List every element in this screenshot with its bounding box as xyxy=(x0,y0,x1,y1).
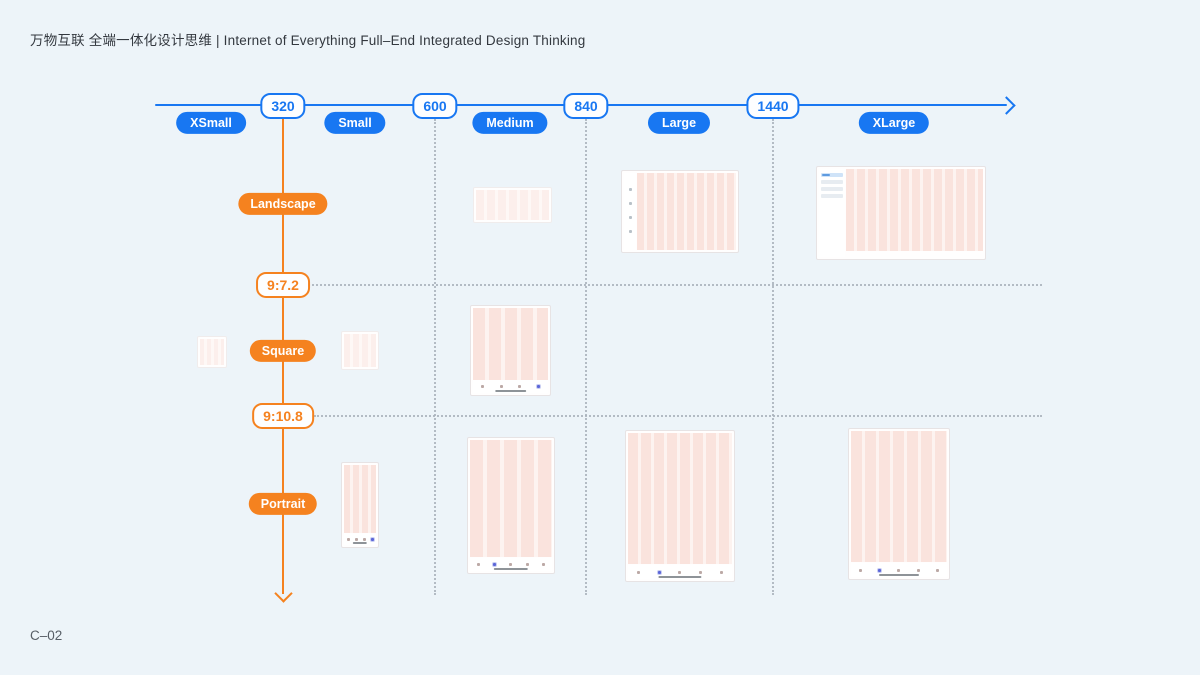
row-label-square: Square xyxy=(249,339,317,363)
sidebar-rail xyxy=(624,173,636,250)
layout-grid-columns xyxy=(628,433,732,564)
layout-grid-columns xyxy=(846,169,983,251)
nav-icon xyxy=(518,385,522,388)
layout-grid-columns xyxy=(200,339,224,365)
nav-icon-active xyxy=(370,538,374,541)
menu-item xyxy=(821,180,843,184)
bottom-nav-bar xyxy=(344,534,376,545)
bottom-nav-bar xyxy=(473,380,548,393)
mockup-medium-landscape xyxy=(473,187,552,223)
gridline-horizontal-9-10-8 xyxy=(314,415,1042,417)
layout-grid-columns xyxy=(344,334,376,367)
nav-icon xyxy=(509,563,513,566)
size-label-xlarge: XLarge xyxy=(858,111,930,135)
mockup-xlarge-landscape xyxy=(816,166,986,260)
home-icon xyxy=(628,202,632,205)
mockup-medium-square xyxy=(470,305,551,396)
row-label-portrait: Portrait xyxy=(248,492,318,516)
menu-item-selected xyxy=(821,173,843,177)
arrow-down-icon xyxy=(274,584,293,603)
gridline-horizontal-9-7-2 xyxy=(312,284,1042,286)
gridline-vertical-1440 xyxy=(772,119,774,595)
nav-icon xyxy=(678,570,682,574)
nav-icon xyxy=(720,570,724,574)
mockup-medium-portrait xyxy=(467,437,555,574)
nav-icon xyxy=(897,568,901,572)
page-title: 万物互联 全端一体化设计思维 | Internet of Everything … xyxy=(30,33,586,48)
nav-icon xyxy=(476,563,480,566)
mockup-xlarge-portrait xyxy=(848,428,950,580)
menu-item xyxy=(821,187,843,191)
nav-icon-active xyxy=(493,563,497,566)
list-icon xyxy=(628,216,632,219)
gridline-vertical-600 xyxy=(434,119,436,595)
gridline-vertical-840 xyxy=(585,119,587,595)
nav-icon-active xyxy=(537,385,541,388)
size-label-xsmall: XSmall xyxy=(176,111,246,135)
menu-icon xyxy=(628,188,632,191)
nav-icon-active xyxy=(657,570,661,574)
nav-icon xyxy=(525,563,529,566)
layout-grid-columns xyxy=(637,173,736,250)
layout-grid-columns xyxy=(344,465,376,533)
mockup-xsmall-square xyxy=(197,336,227,368)
breakpoint-600: 600 xyxy=(412,92,458,120)
layout-grid-columns xyxy=(851,431,947,562)
settings-icon xyxy=(628,230,632,233)
layout-grid-columns xyxy=(470,440,552,557)
menu-item xyxy=(821,194,843,198)
nav-icon xyxy=(362,538,366,541)
home-indicator xyxy=(879,574,919,576)
nav-icon xyxy=(636,570,640,574)
nav-icon xyxy=(499,385,503,388)
nav-icon-active xyxy=(878,568,882,572)
home-indicator xyxy=(352,542,368,544)
layout-grid-columns xyxy=(476,190,549,220)
mockup-small-portrait xyxy=(341,462,379,548)
size-label-small: Small xyxy=(324,111,386,135)
sidebar-menu xyxy=(819,169,845,257)
nav-icon xyxy=(354,538,358,541)
row-label-landscape: Landscape xyxy=(238,192,328,216)
bottom-nav-bar xyxy=(470,558,552,571)
nav-icon xyxy=(859,568,863,572)
mockup-large-portrait xyxy=(625,430,735,582)
size-label-large: Large xyxy=(647,111,711,135)
nav-icon xyxy=(935,568,939,572)
home-indicator xyxy=(494,390,527,392)
size-label-medium: Medium xyxy=(472,111,548,135)
layout-grid-columns xyxy=(473,308,548,380)
home-indicator xyxy=(658,576,702,578)
bottom-nav-bar xyxy=(851,563,947,577)
nav-icon xyxy=(346,538,350,541)
mockup-small-square xyxy=(341,331,379,370)
nav-icon xyxy=(699,570,703,574)
breakpoint-840: 840 xyxy=(563,92,609,120)
breakpoint-1440: 1440 xyxy=(746,92,800,120)
mockup-large-landscape xyxy=(621,170,739,253)
row-label-9-7-2: 9:7.2 xyxy=(256,271,310,299)
arrow-right-icon xyxy=(997,96,1016,115)
breakpoint-320: 320 xyxy=(260,92,306,120)
nav-icon xyxy=(480,385,484,388)
nav-icon xyxy=(916,568,920,572)
slide-code: C–02 xyxy=(30,628,63,643)
home-indicator xyxy=(493,568,529,570)
row-label-9-10-8: 9:10.8 xyxy=(252,402,314,430)
nav-icon xyxy=(542,563,546,566)
bottom-nav-bar xyxy=(628,565,732,579)
